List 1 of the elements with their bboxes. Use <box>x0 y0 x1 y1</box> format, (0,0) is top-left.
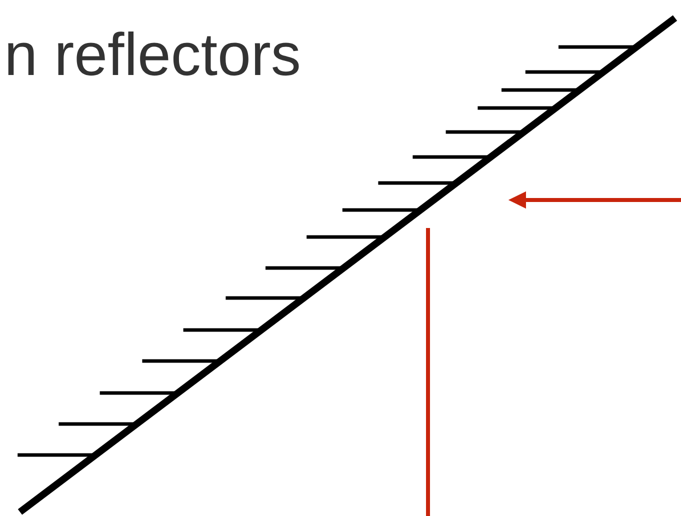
title-text: n reflectors <box>8 32 299 76</box>
